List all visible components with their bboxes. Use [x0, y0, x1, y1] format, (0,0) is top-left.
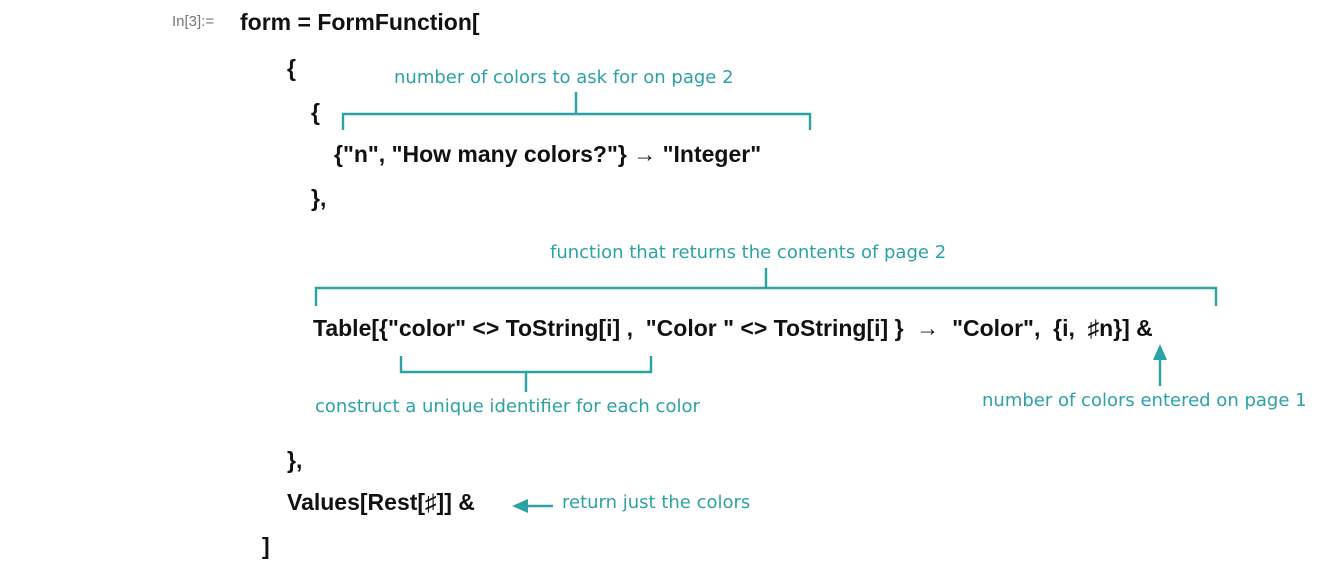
code-line-close-outer-list: }, — [287, 447, 303, 473]
code-line-form-assignment: form = FormFunction[ — [240, 9, 480, 35]
arrowhead-up-icon — [1153, 344, 1167, 360]
code-line-open-outer-list: { — [287, 55, 296, 81]
bracket-colors-count — [341, 112, 812, 130]
annotation-colors-count: number of colors to ask for on page 2 — [394, 67, 734, 88]
code-line-close-bracket: ] — [262, 533, 270, 559]
code-line-values-function: Values[Rest[♯]] & — [287, 489, 475, 515]
annotation-return-colors: return just the colors — [562, 492, 751, 513]
code-line-close-inner-list: }, — [311, 185, 327, 211]
annotation-entered-count: number of colors entered on page 1 — [982, 390, 1307, 411]
arrowhead-left-icon — [512, 499, 528, 513]
bracket-page2-function — [314, 286, 1218, 306]
bracket-unique-id — [399, 356, 653, 374]
annotation-unique-id: construct a unique identifier for each c… — [315, 396, 700, 417]
code-line-field-spec: {"n", "How many colors?"} → "Integer" — [334, 141, 762, 167]
annotation-page2-function: function that returns the contents of pa… — [550, 242, 947, 263]
input-prompt: In[3]:= — [172, 13, 215, 30]
code-line-table-function: Table[{"color" <> ToString[i] , "Color "… — [313, 315, 1153, 341]
code-line-open-inner-list: { — [311, 99, 320, 125]
